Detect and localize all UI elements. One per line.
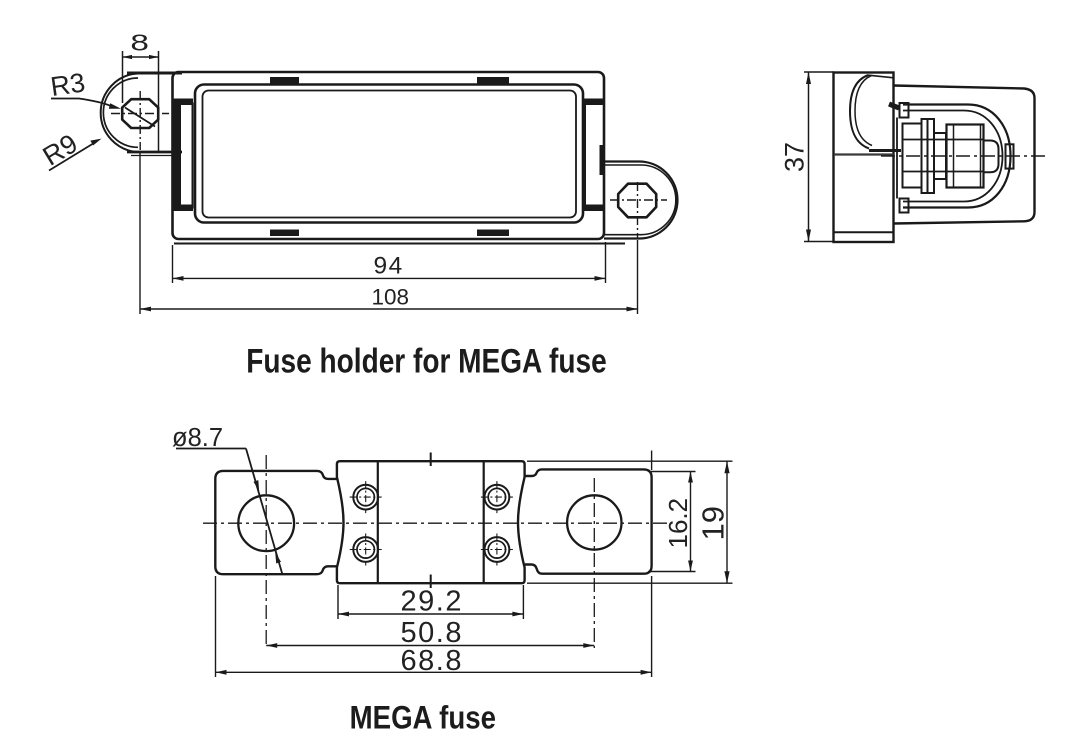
svg-text:68.8: 68.8 xyxy=(401,645,463,677)
svg-text:94: 94 xyxy=(374,253,404,280)
svg-text:8: 8 xyxy=(130,30,149,56)
svg-text:ø8.7: ø8.7 xyxy=(172,424,223,452)
svg-text:50.8: 50.8 xyxy=(401,617,463,649)
svg-text:MEGA fuse: MEGA fuse xyxy=(350,700,496,736)
svg-text:Fuse holder for MEGA fuse: Fuse holder for MEGA fuse xyxy=(246,342,606,380)
svg-text:37: 37 xyxy=(780,142,810,172)
svg-text:16.2: 16.2 xyxy=(663,498,693,549)
svg-text:108: 108 xyxy=(372,285,410,310)
svg-text:R3: R3 xyxy=(49,67,87,102)
svg-text:29.2: 29.2 xyxy=(401,586,463,618)
svg-text:19: 19 xyxy=(696,506,731,540)
